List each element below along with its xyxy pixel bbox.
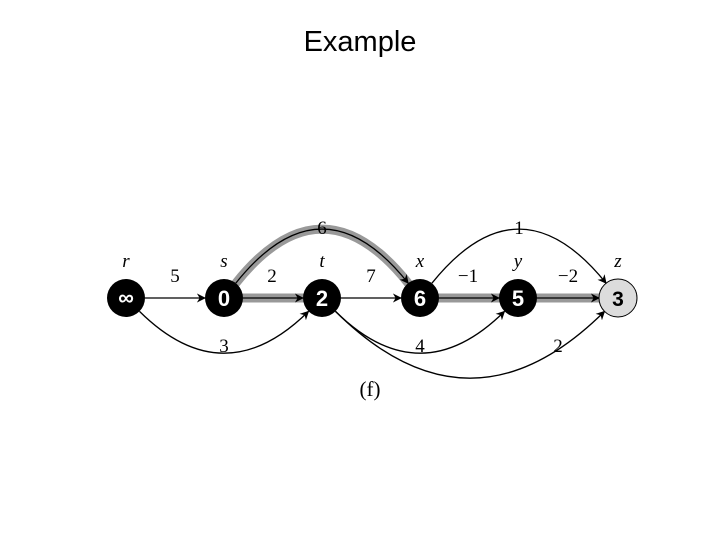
node-circle-t: [303, 279, 341, 317]
node-value-s: 0: [218, 286, 230, 311]
edge-t-z: 2: [335, 310, 606, 379]
node-value-y: 5: [512, 286, 524, 311]
edge-weight-r-s: 5: [170, 266, 180, 287]
node-label-r: r: [122, 251, 130, 272]
node-t: 2t: [303, 251, 341, 317]
edge-line-x-z: [431, 228, 607, 284]
edge-r-t: 3: [139, 310, 310, 357]
edge-weight-r-t: 3: [219, 336, 229, 357]
node-value-t: 2: [316, 286, 328, 311]
node-r: ∞r: [107, 251, 145, 317]
node-label-t: t: [319, 251, 325, 272]
node-circle-x: [401, 279, 439, 317]
edge-weight-t-y: 4: [415, 336, 425, 357]
edge-t-x: 7: [341, 266, 402, 303]
node-value-r: ∞: [118, 285, 134, 310]
node-label-s: s: [220, 251, 227, 272]
edge-s-x: 6: [231, 218, 413, 288]
edge-weight-y-z: −2: [558, 266, 578, 287]
edge-x-z: 1: [431, 218, 607, 284]
node-circle-z: [598, 278, 638, 318]
edge-r-s: 5: [145, 266, 206, 303]
node-value-z: 3: [612, 288, 624, 311]
edge-line-t-z: [335, 310, 606, 379]
node-s: 0s: [205, 251, 243, 317]
edge-line-t-y: [335, 310, 506, 354]
node-label-x: x: [415, 251, 425, 272]
node-z: 3z: [598, 251, 638, 318]
edge-line-s-x: [235, 228, 409, 284]
node-circle-y: [499, 279, 537, 317]
edge-y-z: −2: [532, 266, 604, 303]
edge-weight-s-t: 2: [267, 266, 277, 287]
edge-s-t: 2: [238, 266, 308, 303]
node-value-x: 6: [414, 286, 426, 311]
node-circle-s: [205, 279, 243, 317]
edge-weight-t-z: 2: [553, 336, 563, 357]
node-x: 6x: [401, 251, 439, 317]
slide-title: Example: [303, 26, 417, 58]
edge-weight-s-x: 6: [317, 218, 327, 239]
edge-weight-t-x: 7: [366, 266, 376, 287]
edge-line-r-t: [139, 310, 310, 354]
node-circle-r: [107, 279, 145, 317]
edge-t-y: 4: [335, 310, 506, 357]
node-label-z: z: [613, 251, 622, 272]
diagram-caption: (f): [360, 377, 381, 401]
node-y: 5y: [499, 251, 537, 317]
edge-x-y: −1: [434, 266, 504, 303]
edge-weight-x-y: −1: [458, 266, 478, 287]
node-label-y: y: [512, 251, 523, 272]
edge-weight-x-z: 1: [514, 218, 524, 239]
